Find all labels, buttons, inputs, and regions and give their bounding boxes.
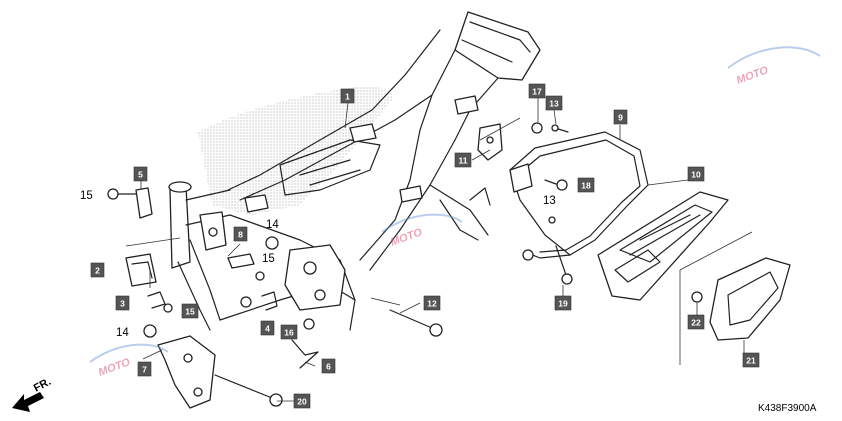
- bolt-14-c: [240, 296, 252, 308]
- plain-label-14-left: 14: [116, 327, 129, 339]
- label-16: 16: [280, 324, 298, 340]
- side-cover: [709, 257, 791, 341]
- bolt-19: [555, 245, 573, 285]
- svg-text:MOTO: MOTO: [735, 64, 770, 87]
- label-11: 11: [454, 152, 472, 168]
- label-10-text: 10: [691, 170, 701, 180]
- svg-text:MOTO: MOTO: [97, 356, 132, 379]
- nut-14-a: [143, 324, 157, 338]
- band-2: [125, 253, 157, 287]
- nut-14-b: [265, 236, 279, 250]
- label-4-text: 4: [265, 324, 270, 334]
- watermark-logo-bottom-left: MOTO: [89, 343, 169, 379]
- diagram-code: K438F3900A: [758, 403, 817, 414]
- label-12: 12: [423, 295, 441, 311]
- label-20: 20: [293, 393, 311, 409]
- plain-label-15-mid: 15: [262, 253, 275, 265]
- label-2-text: 2: [95, 266, 100, 276]
- svg-text:MOTO: MOTO: [389, 226, 424, 249]
- label-9: 9: [613, 109, 628, 125]
- watermark-logo-center: MOTO: [381, 213, 463, 249]
- label-6: 6: [321, 358, 336, 374]
- clip-4: [261, 291, 278, 311]
- label-11-text: 11: [459, 156, 468, 166]
- label-18: 18: [577, 177, 595, 193]
- label-20-text: 20: [297, 397, 307, 407]
- bolt-12: [389, 309, 443, 337]
- label-5: 5: [133, 166, 148, 182]
- label-19: 19: [554, 295, 572, 311]
- front-arrow-icon: [12, 392, 44, 412]
- label-19-text: 19: [558, 299, 568, 309]
- label-17-text: 17: [532, 87, 542, 97]
- frame-body: [168, 11, 541, 331]
- label-22: 22: [687, 314, 705, 330]
- bolt-17: [531, 122, 543, 134]
- label-6-text: 6: [326, 362, 331, 372]
- label-15-text: 15: [185, 307, 195, 317]
- label-7: 7: [137, 361, 152, 377]
- label-3: 3: [115, 295, 130, 311]
- bracket-5: [135, 187, 153, 219]
- label-3-text: 3: [120, 299, 125, 309]
- label-8-text: 8: [238, 230, 243, 240]
- label-1: 1: [340, 88, 355, 104]
- plain-label-15-left: 15: [80, 190, 93, 202]
- front-marker-text: FR.: [32, 376, 53, 395]
- plain-label-14-top: 14: [266, 219, 279, 231]
- bolt-18: [544, 179, 568, 191]
- label-13-text: 13: [549, 99, 559, 109]
- bolt-16: [303, 318, 315, 330]
- bracket-8: [227, 253, 255, 269]
- label-8: 8: [233, 226, 248, 242]
- seat-outline-dotted: [198, 86, 393, 216]
- label-18-text: 18: [581, 181, 591, 191]
- label-1-text: 1: [345, 92, 350, 102]
- plain-label-13-right: 13: [543, 195, 556, 207]
- engine-bracket-7: [157, 335, 216, 409]
- label-5-text: 5: [138, 170, 143, 180]
- label-2: 2: [90, 262, 105, 278]
- label-7-text: 7: [142, 365, 147, 375]
- washer-22: [691, 291, 703, 303]
- bracket-6: [291, 339, 319, 369]
- label-10: 10: [687, 166, 705, 182]
- rear-tray: [597, 191, 729, 301]
- label-12-text: 12: [427, 299, 437, 309]
- leader-lines: [125, 98, 745, 402]
- bolt-13-b: [548, 216, 556, 224]
- grab-rail: [509, 131, 649, 261]
- watermark-logo-top-right: MOTO: [727, 46, 821, 87]
- label-17: 17: [528, 83, 546, 99]
- label-9-text: 9: [618, 113, 623, 123]
- bolt-13-a: [551, 124, 559, 132]
- label-21: 21: [742, 352, 760, 368]
- label-13: 13: [545, 95, 563, 111]
- label-16-text: 16: [284, 328, 294, 338]
- clip-3: [147, 291, 166, 309]
- label-22-text: 22: [691, 318, 701, 328]
- label-4: 4: [260, 320, 275, 336]
- bolt-15-a: [107, 188, 137, 200]
- label-15: 15: [181, 303, 199, 319]
- bolt-20: [214, 374, 283, 407]
- label-21-text: 21: [746, 356, 756, 366]
